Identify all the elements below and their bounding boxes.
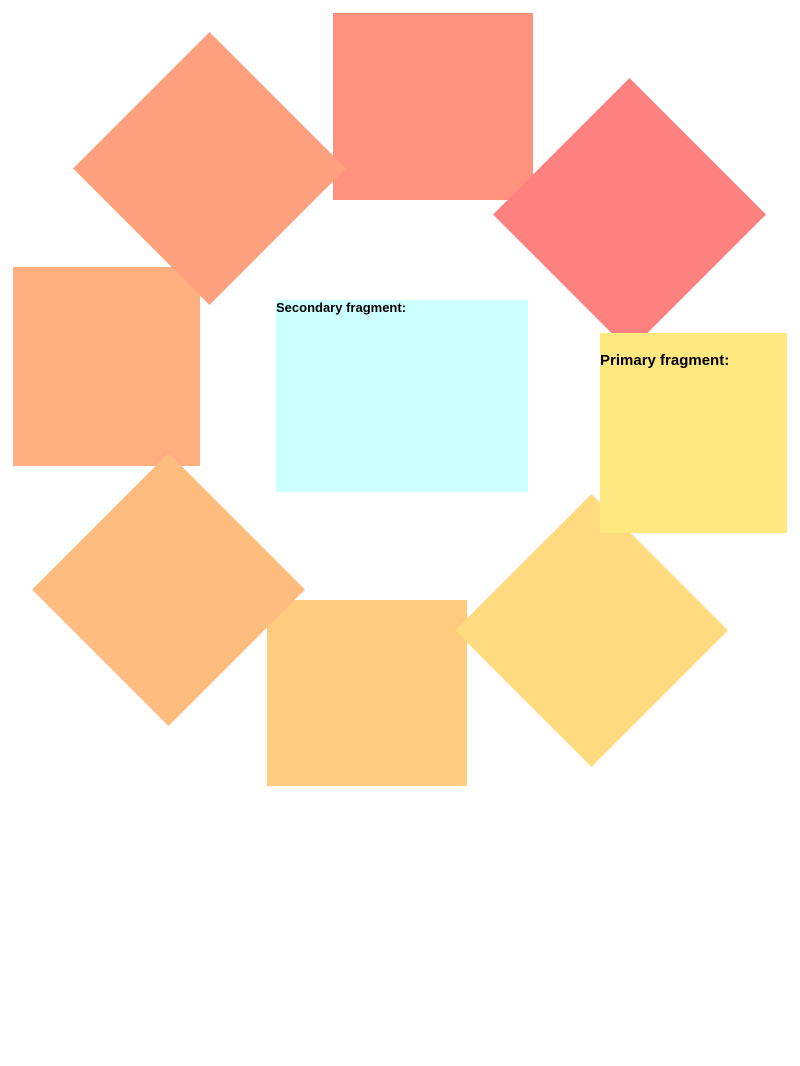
tile-left <box>13 267 200 466</box>
tile-upper-left <box>73 32 346 305</box>
secondary-fragment-box: Secondary fragment: <box>276 300 528 492</box>
tile-lower-left <box>32 453 305 726</box>
primary-fragment-label: Primary fragment: <box>600 352 730 369</box>
tile-lower-right <box>455 494 728 767</box>
secondary-fragment-label: Secondary fragment: <box>276 300 407 315</box>
tile-upper-right <box>493 78 766 351</box>
tile-bottom <box>267 600 467 786</box>
tile-top <box>333 13 533 200</box>
primary-fragment-box: Primary fragment: <box>600 333 787 533</box>
